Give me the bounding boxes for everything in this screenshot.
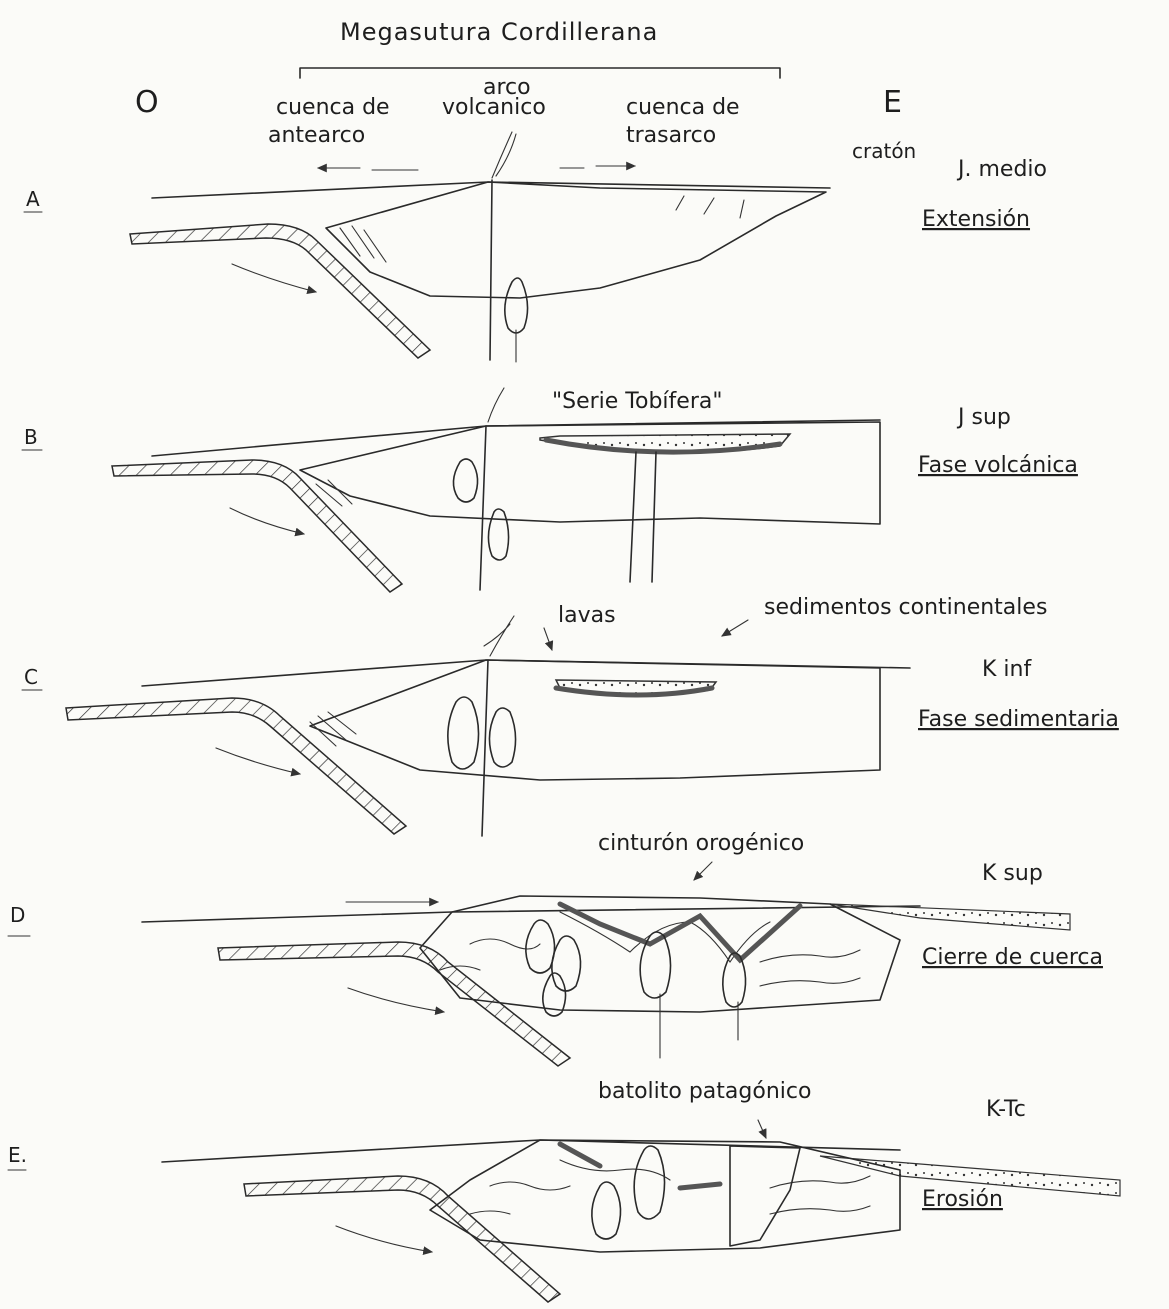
panel-phase: Fase volcánica bbox=[918, 453, 1078, 478]
subducting-slab bbox=[218, 942, 570, 1066]
pluton-body bbox=[489, 708, 515, 767]
subducting-slab bbox=[112, 460, 402, 592]
panel-age: K-Tc bbox=[986, 1097, 1026, 1122]
volcanic-plume bbox=[488, 388, 504, 422]
subduction-direction-arrow bbox=[232, 264, 316, 292]
pluton-body bbox=[526, 920, 555, 973]
volcanic-plume bbox=[492, 132, 516, 178]
patagonian-batholith-label: batolito patagónico bbox=[598, 1079, 811, 1104]
panel-a: A J. medio Extensión bbox=[24, 132, 1047, 362]
subducting-slab bbox=[244, 1176, 560, 1302]
lavas-pointer bbox=[544, 628, 552, 650]
sedimentary-wedge bbox=[326, 182, 826, 298]
pluton-body bbox=[634, 1146, 664, 1219]
panel-letter: A bbox=[26, 187, 40, 211]
orogenic-belt-label: cinturón orogénico bbox=[598, 831, 804, 856]
surface-line bbox=[162, 1140, 900, 1162]
pluton-body bbox=[505, 278, 528, 333]
pluton-body bbox=[592, 1182, 621, 1239]
volcanic-conduit bbox=[480, 426, 486, 590]
pluton-body bbox=[453, 459, 477, 502]
panel-b: B J sup Fase volcánica "Serie Tobífera" bbox=[22, 388, 1078, 592]
backarc-label-line1: cuenca de bbox=[626, 95, 740, 120]
panel-phase: Cierre de cuerca bbox=[922, 945, 1103, 970]
panel-age: J sup bbox=[956, 405, 1011, 430]
continental-sediments-label: sedimentos continentales bbox=[764, 595, 1047, 620]
panel-phase: Fase sedimentaria bbox=[918, 707, 1119, 732]
subduction-direction-arrow bbox=[348, 988, 444, 1012]
panel-letter: D bbox=[10, 903, 25, 927]
serie-tobifera-label: "Serie Tobífera" bbox=[552, 389, 722, 414]
folded-strata bbox=[470, 1160, 870, 1214]
batholith-pointer bbox=[758, 1120, 766, 1138]
subduction-direction-arrow bbox=[216, 748, 300, 774]
forearc-label-line1: cuenca de bbox=[276, 95, 390, 120]
panel-letter: C bbox=[24, 665, 38, 689]
panel-age: K inf bbox=[982, 657, 1032, 682]
accretionary-prism bbox=[340, 226, 386, 262]
volcanic-plume bbox=[484, 616, 514, 656]
backarc-label-line2: trasarco bbox=[626, 123, 716, 148]
west-label: O bbox=[135, 85, 159, 120]
craton-label: cratón bbox=[852, 139, 916, 163]
panel-age: J. medio bbox=[956, 157, 1047, 182]
sea-level-line bbox=[142, 660, 910, 686]
crust-block bbox=[310, 660, 880, 780]
folded-strata bbox=[440, 912, 860, 986]
panel-c: C K inf Fase sedimentaria lavas sediment… bbox=[22, 595, 1119, 836]
subducting-slab bbox=[66, 698, 406, 834]
feeder-dyke bbox=[630, 452, 656, 582]
pluton-body bbox=[723, 953, 746, 1007]
batholith-body bbox=[730, 1146, 800, 1246]
orogenic-belt-pointer bbox=[694, 862, 712, 880]
pluton-body bbox=[448, 697, 479, 769]
forearc-label-line2: antearco bbox=[268, 123, 365, 148]
back-arc-normal-faults bbox=[676, 196, 744, 218]
arc-label-line2: volcanico bbox=[442, 95, 546, 120]
megasuture-bracket bbox=[300, 68, 780, 78]
volcanic-conduit bbox=[490, 180, 492, 360]
volcanic-conduit bbox=[482, 660, 488, 836]
east-label: E bbox=[883, 85, 902, 120]
panel-phase: Extensión bbox=[922, 207, 1030, 232]
pluton-body bbox=[552, 936, 581, 991]
pluton-body bbox=[488, 509, 508, 560]
panel-age: K sup bbox=[982, 861, 1043, 886]
panel-d: D K sup Cierre de cuerca cinturón orogén… bbox=[8, 831, 1103, 1066]
panel-letter: B bbox=[24, 425, 38, 449]
subducting-slab bbox=[130, 224, 430, 358]
foreland-sediment-layer bbox=[830, 904, 1070, 930]
sea-level-line bbox=[142, 906, 920, 922]
subduction-direction-arrow bbox=[230, 508, 304, 534]
deformed-tobifera bbox=[560, 904, 800, 960]
subduction-direction-arrow bbox=[336, 1226, 432, 1252]
panel-letter: E. bbox=[8, 1143, 27, 1167]
panel-phase: Erosión bbox=[922, 1187, 1003, 1212]
panel-e: E. K-Tc Erosión batolito patagónico bbox=[8, 1079, 1120, 1302]
diagram-title: Megasutura Cordillerana bbox=[340, 18, 658, 46]
lavas-label: lavas bbox=[558, 603, 616, 628]
sediments-pointer bbox=[722, 620, 748, 636]
eroded-tobifera-remnant bbox=[560, 1144, 720, 1188]
